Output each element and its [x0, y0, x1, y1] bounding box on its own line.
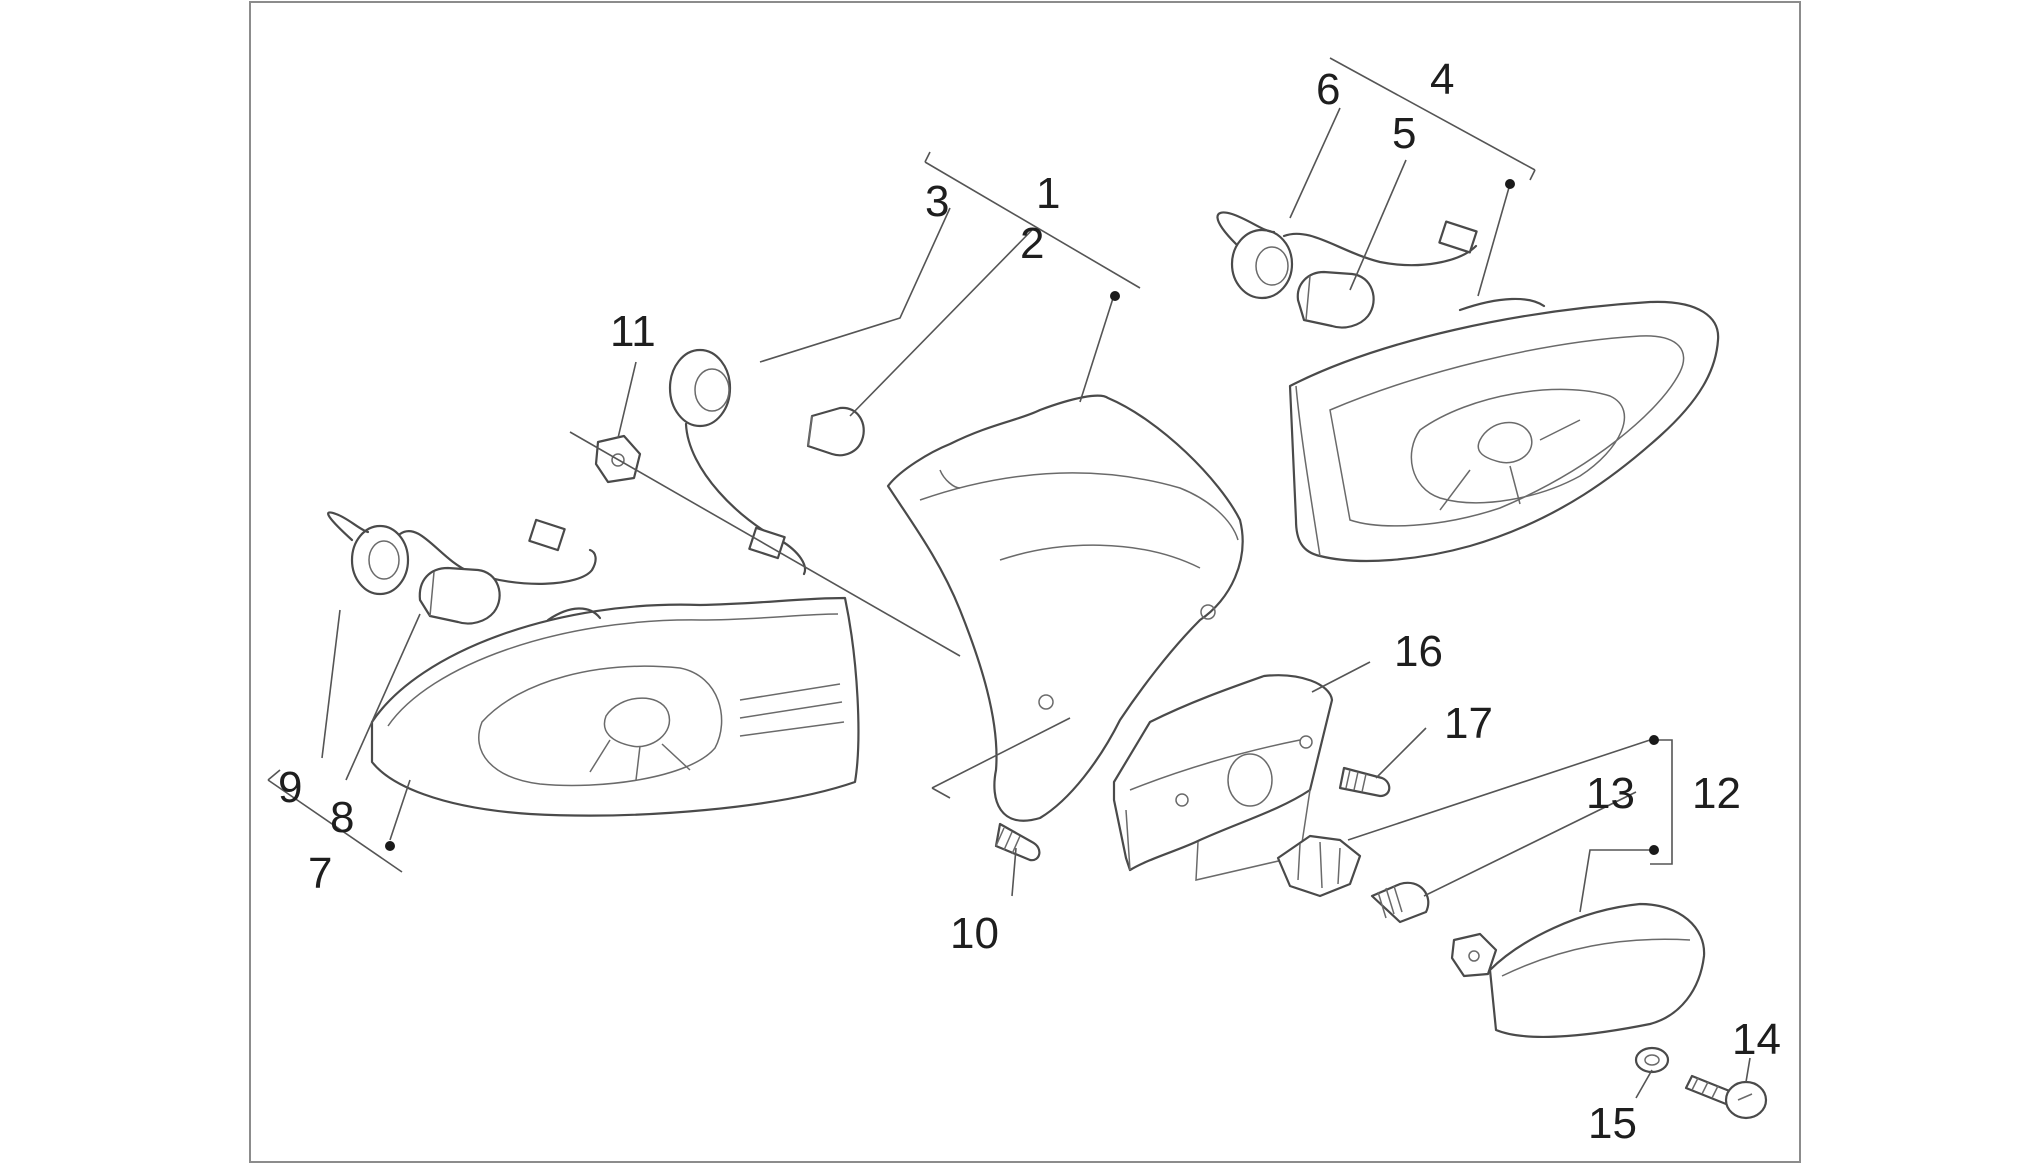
washer-15: [1634, 1046, 1670, 1074]
callout-9: 9: [278, 763, 302, 812]
screw-14: [1684, 1074, 1768, 1120]
callout-5: 5: [1392, 109, 1416, 158]
plate-light-lens: [1488, 902, 1706, 1038]
screw-17: [1338, 766, 1391, 798]
callout-1: 1: [1036, 169, 1060, 218]
callout-15: 15: [1588, 1099, 1637, 1148]
clip-nut-plate: [1450, 932, 1498, 978]
callout-4: 4: [1430, 55, 1454, 104]
leader-lines: [267, 57, 1751, 1099]
left-bulb-socket-wire: [327, 511, 597, 596]
callout-2: 2: [1020, 219, 1044, 268]
left-bulb: [418, 566, 501, 625]
bulb-holder: [1276, 834, 1362, 898]
screw-10: [994, 822, 1041, 862]
plate-light-body-16: [1112, 674, 1334, 881]
callout-14: 14: [1732, 1015, 1781, 1064]
callout-7: 7: [308, 849, 332, 898]
callout-11: 11: [610, 307, 656, 356]
callout-16: 16: [1394, 627, 1443, 676]
right-tail-light: [1288, 297, 1720, 563]
center-bulb: [806, 406, 865, 457]
center-housing: [886, 394, 1244, 822]
callout-labels: 1 2 3 4 5 6 7 8 9 10 11 12 13 14 15 16 1…: [278, 55, 1781, 1148]
callout-12: 12: [1692, 769, 1741, 818]
right-bulb: [1296, 270, 1375, 329]
callout-6: 6: [1316, 65, 1340, 114]
callout-3: 3: [925, 177, 949, 226]
right-socket-wire: [1216, 211, 1478, 300]
bulb-13: [1370, 881, 1430, 924]
callout-13: 13: [1586, 769, 1635, 818]
bracket-dots: [385, 179, 1659, 855]
callout-17: 17: [1444, 699, 1493, 748]
callout-10: 10: [950, 909, 999, 958]
left-tail-light-assembly: [370, 596, 860, 817]
center-socket-wire: [668, 348, 807, 576]
callout-8: 8: [330, 793, 354, 842]
